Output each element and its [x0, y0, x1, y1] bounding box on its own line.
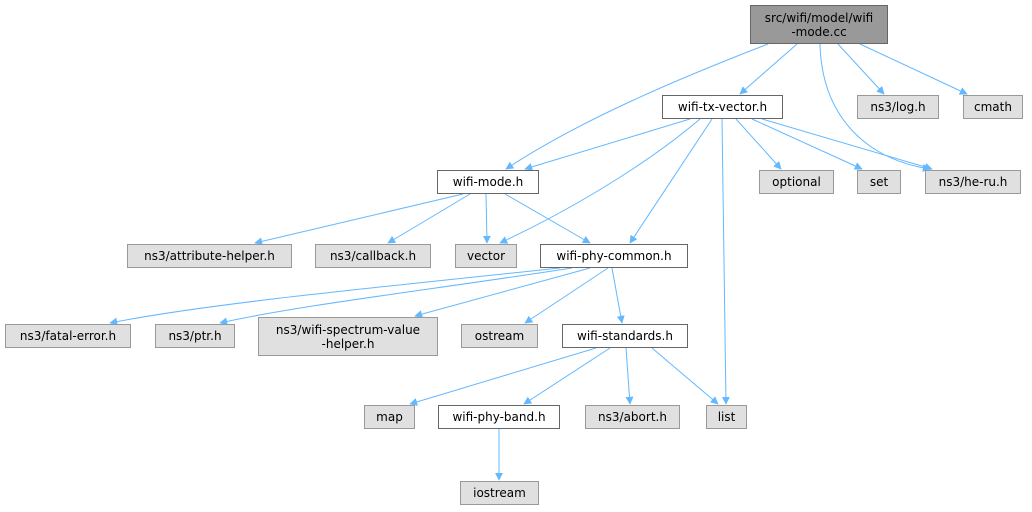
- node-list[interactable]: list: [706, 405, 747, 429]
- node-ns3-abort[interactable]: ns3/abort.h: [585, 405, 680, 429]
- edge-wifi-tx-vector-to-wifi-phy-common: [629, 118, 713, 244]
- edge-wifi-tx-vector-to-set: [751, 118, 863, 170]
- edge-wifi-phy-common-to-ns3-ptr: [219, 267, 573, 326]
- edge-wifi-phy-common-to-ostream: [524, 267, 609, 324]
- node-iostream[interactable]: iostream: [460, 481, 539, 505]
- node-vector[interactable]: vector: [455, 244, 517, 268]
- node-wifi-tx-vector[interactable]: wifi-tx-vector.h: [662, 95, 783, 119]
- edge-wifi-tx-vector-to-list: [721, 118, 730, 405]
- edge-wifi-phy-common-to-wifi-standards: [611, 267, 625, 324]
- edge-wifi-phy-common-to-ns3-fatal-error: [109, 267, 561, 326]
- node-ns3-fatal-error[interactable]: ns3/fatal-error.h: [5, 324, 131, 348]
- node-cmath[interactable]: cmath: [963, 95, 1023, 119]
- edge-wifi-tx-vector-to-ns3-he-ru: [761, 118, 933, 171]
- edge-wifi-mode-to-ns3-attribute-helper: [254, 193, 464, 246]
- edge-wifi-standards-to-ns3-abort: [625, 347, 634, 405]
- node-set[interactable]: set: [857, 170, 901, 194]
- node-ns3-log[interactable]: ns3/log.h: [857, 95, 939, 119]
- node-ns3-callback[interactable]: ns3/callback.h: [315, 244, 431, 268]
- edge-root-to-wifi-mode: [505, 43, 769, 170]
- edge-wifi-standards-to-map: [409, 347, 597, 406]
- node-root[interactable]: src/wifi/model/wifi -mode.cc: [750, 5, 888, 44]
- node-ostream[interactable]: ostream: [461, 324, 538, 348]
- edge-wifi-mode-to-vector: [482, 193, 491, 244]
- node-ns3-attribute-helper[interactable]: ns3/attribute-helper.h: [127, 244, 292, 268]
- edge-root-to-cmath: [859, 43, 968, 95]
- node-wifi-phy-band[interactable]: wifi-phy-band.h: [438, 405, 560, 429]
- edge-wifi-standards-to-list: [651, 347, 719, 405]
- node-map[interactable]: map: [364, 405, 415, 429]
- edge-wifi-mode-to-wifi-phy-common: [504, 193, 591, 244]
- edge-wifi-tx-vector-to-vector: [499, 118, 701, 244]
- node-ns3-ptr[interactable]: ns3/ptr.h: [155, 324, 235, 348]
- edge-wifi-tx-vector-to-optional: [735, 118, 782, 170]
- edge-wifi-tx-vector-to-wifi-mode: [524, 118, 691, 171]
- node-wifi-standards[interactable]: wifi-standards.h: [562, 324, 688, 348]
- node-optional[interactable]: optional: [759, 170, 834, 194]
- node-wifi-phy-common[interactable]: wifi-phy-common.h: [540, 244, 688, 268]
- node-ns3-wifi-spectrum-value-helper[interactable]: ns3/wifi-spectrum-value -helper.h: [258, 317, 438, 356]
- edge-root-to-ns3-he-ru: [819, 43, 931, 172]
- edge-root-to-ns3-log: [837, 43, 885, 95]
- node-wifi-mode[interactable]: wifi-mode.h: [437, 170, 539, 194]
- edge-wifi-phy-common-to-ns3-wifi-spectrum-value-helper: [414, 267, 591, 318]
- edge-wifi-mode-to-ns3-callback: [387, 193, 471, 244]
- edge-root-to-wifi-tx-vector: [739, 43, 798, 95]
- edge-wifi-standards-to-wifi-phy-band: [523, 347, 611, 405]
- node-ns3-he-ru[interactable]: ns3/he-ru.h: [925, 170, 1021, 194]
